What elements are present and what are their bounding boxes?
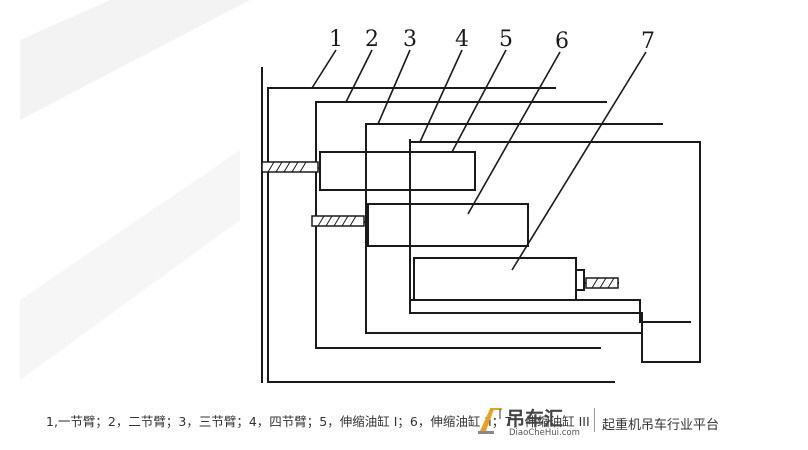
cylinder-3-cap — [575, 269, 585, 291]
boom-4-inner-bracket — [411, 299, 691, 323]
callout-7: 7 — [641, 29, 655, 54]
watermark-domain: DiaoCheHui.com — [509, 428, 580, 438]
cylinder-3 — [413, 257, 577, 301]
cylinder-1 — [319, 151, 476, 191]
pin-hatch — [317, 215, 357, 227]
leader-6 — [467, 51, 561, 215]
callout-1: 1 — [329, 27, 343, 52]
boom-section-3 — [365, 123, 663, 334]
watermark-divider — [594, 408, 595, 432]
pin-hatch — [591, 277, 615, 289]
callout-6: 6 — [555, 29, 569, 54]
boom-section-1 — [267, 87, 615, 383]
leader-3 — [377, 49, 411, 125]
cylinder-2 — [367, 203, 529, 247]
pin-hatch — [267, 161, 307, 173]
leader-2 — [345, 49, 373, 103]
callout-5: 5 — [499, 27, 513, 52]
figure-caption: 1,一节臂；2，二节臂；3，三节臂；4，四节臂；5，伸缩油缸 I；6，伸缩油缸 … — [46, 414, 590, 429]
callout-4: 4 — [455, 27, 469, 52]
pin-joint — [311, 215, 365, 227]
leader-4 — [419, 49, 463, 143]
callout-3: 3 — [403, 27, 417, 52]
pin-joint — [585, 277, 619, 289]
background-sheen — [20, 0, 250, 120]
leader-1 — [311, 49, 337, 89]
watermark-name: 吊车汇 — [506, 408, 564, 430]
callout-2: 2 — [365, 27, 379, 52]
boom-section-4 — [409, 139, 701, 363]
watermark-slogan: 起重机吊车行业平台 — [602, 418, 720, 433]
crane-logo-icon — [478, 408, 502, 434]
background-sheen — [20, 150, 240, 380]
leader-7 — [511, 51, 647, 271]
pin-joint — [261, 161, 319, 173]
leader-5 — [451, 49, 507, 153]
